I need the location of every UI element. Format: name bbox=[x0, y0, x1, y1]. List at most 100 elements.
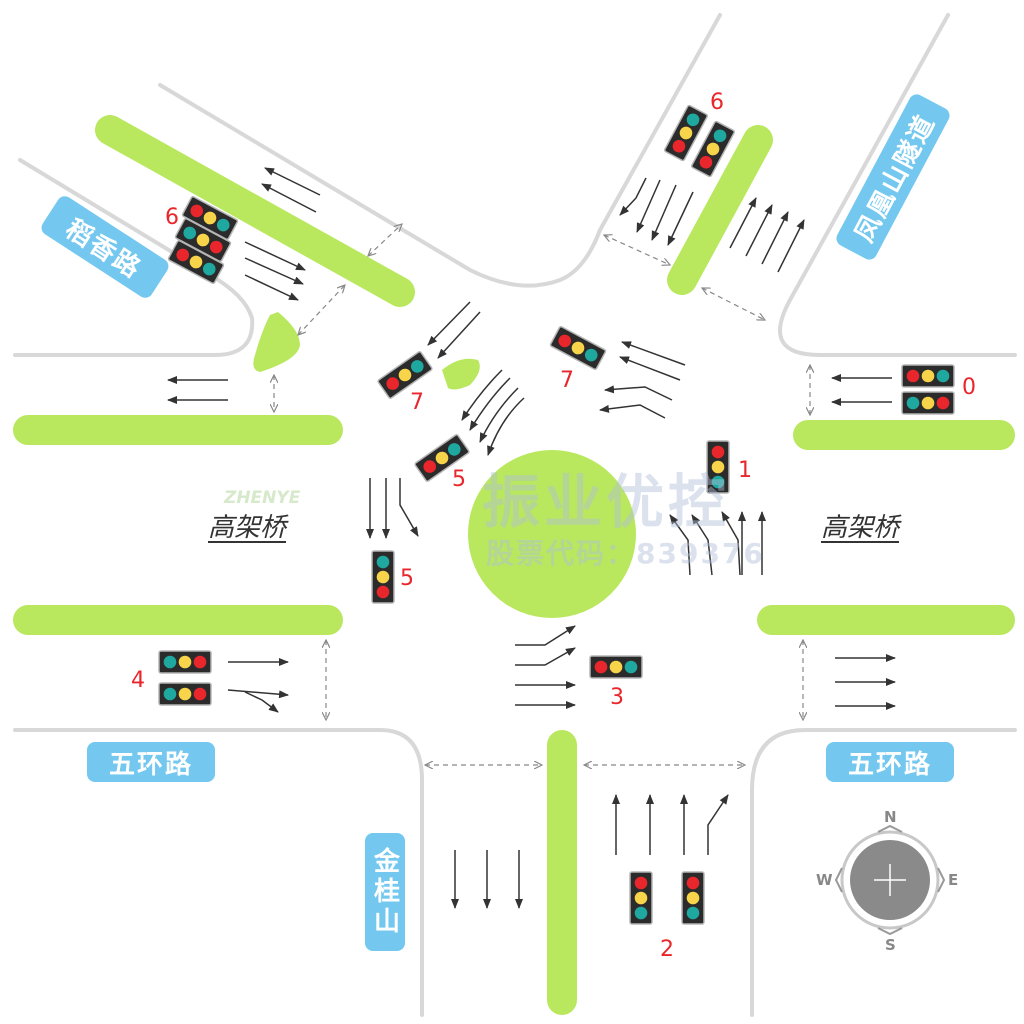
signal-lamp bbox=[711, 460, 725, 474]
signal-number-3: 3 bbox=[610, 685, 624, 710]
signal-lamp bbox=[713, 129, 727, 143]
signal-number-5-west: 5 bbox=[400, 566, 414, 591]
island-nw-median bbox=[95, 115, 415, 307]
crosswalk bbox=[298, 285, 345, 335]
signal-lamp bbox=[447, 443, 461, 456]
lane-arrow bbox=[619, 177, 647, 216]
signal-lamp bbox=[189, 255, 203, 269]
triangle-island-nw bbox=[253, 312, 300, 372]
signal-lamp bbox=[558, 334, 572, 348]
signal-lamp bbox=[936, 396, 950, 410]
traffic-light-icon bbox=[158, 682, 212, 706]
lane-arrow bbox=[651, 184, 677, 241]
traffic-light-icon bbox=[901, 391, 955, 415]
signal-lamp bbox=[376, 585, 390, 599]
lane-arrow bbox=[729, 197, 757, 249]
traffic-light-icon bbox=[664, 104, 708, 162]
viaduct-label-east: 高架桥 bbox=[821, 513, 900, 543]
lane-arrow bbox=[636, 179, 661, 233]
signal-lamp bbox=[435, 451, 449, 465]
signal-lamp bbox=[376, 570, 390, 584]
signal-lamp bbox=[624, 660, 638, 674]
signal-lamp bbox=[686, 876, 700, 890]
signal-number-7-east: 7 bbox=[560, 368, 574, 393]
signal-number-2: 2 bbox=[660, 937, 674, 962]
crosswalk bbox=[604, 235, 670, 265]
lane-arrow bbox=[487, 397, 525, 456]
signal-number-4: 4 bbox=[131, 668, 145, 693]
traffic-light-icon bbox=[629, 871, 653, 925]
signal-lamp bbox=[634, 906, 648, 920]
viaduct-label-west: 高架桥 bbox=[208, 513, 287, 543]
signal-lamp bbox=[386, 377, 400, 390]
lane-arrow bbox=[427, 301, 471, 346]
signal-lamp bbox=[216, 218, 230, 232]
lane-arrow bbox=[244, 257, 304, 285]
signal-lamp bbox=[202, 262, 216, 276]
signal-lamp bbox=[376, 555, 390, 569]
watermark-subtitle: 股票代码：839376 bbox=[486, 537, 765, 570]
signal-lamp bbox=[634, 876, 648, 890]
lane-arrow bbox=[621, 341, 686, 366]
signal-number-6-nw: 6 bbox=[165, 205, 179, 230]
lane-arrow bbox=[515, 625, 576, 646]
traffic-light-icon bbox=[681, 871, 705, 925]
traffic-light-icon bbox=[549, 326, 607, 370]
lane-arrow bbox=[777, 219, 805, 273]
signal-number-6-ne: 6 bbox=[710, 90, 724, 115]
signal-lamp bbox=[423, 460, 437, 473]
signal-lamp bbox=[711, 475, 725, 489]
traffic-light-icon bbox=[377, 351, 433, 399]
traffic-light-icon bbox=[371, 550, 395, 604]
watermark-title: 振业优控 bbox=[482, 468, 731, 536]
signal-lamp bbox=[921, 396, 935, 410]
lane-arrows bbox=[167, 167, 896, 909]
compass-south: S bbox=[885, 936, 896, 954]
center-roundabout bbox=[468, 450, 636, 618]
signal-lamp bbox=[178, 687, 192, 701]
signal-lamp bbox=[398, 368, 412, 382]
signal-lamp bbox=[921, 369, 935, 383]
lane-arrow bbox=[227, 689, 289, 699]
lane-arrow bbox=[721, 511, 741, 576]
signal-lamp bbox=[686, 906, 700, 920]
signal-lamp bbox=[178, 655, 192, 669]
pedestrian-crossings bbox=[274, 224, 810, 765]
signal-lamp bbox=[584, 348, 598, 362]
signal-number-0: 0 bbox=[962, 375, 976, 400]
signal-number-5-center: 5 bbox=[452, 467, 466, 492]
traffic-light-icon bbox=[174, 218, 232, 262]
signal-lamp bbox=[706, 142, 720, 156]
watermark-logo: ZHENYE bbox=[224, 488, 301, 508]
signal-lamp bbox=[196, 233, 210, 247]
traffic-light-icon bbox=[706, 440, 730, 494]
lane-arrow bbox=[619, 356, 681, 381]
signal-lamp bbox=[594, 660, 608, 674]
signal-lamp bbox=[609, 660, 623, 674]
signal-lamp bbox=[711, 445, 725, 459]
traffic-light-icon bbox=[901, 364, 955, 388]
signal-lamp bbox=[686, 113, 700, 127]
compass-east: E bbox=[948, 871, 959, 889]
lane-arrow bbox=[667, 191, 694, 246]
signal-lamp bbox=[410, 360, 424, 373]
signal-lamp bbox=[679, 126, 693, 140]
lane-arrow bbox=[691, 514, 713, 576]
road-label-wuhuan-east-text: 五环路 bbox=[847, 749, 932, 780]
compass-north: N bbox=[884, 808, 897, 826]
signal-lamp bbox=[193, 655, 207, 669]
road-label-wuhuan-west-text: 五环路 bbox=[108, 749, 193, 780]
island-ne-median bbox=[667, 125, 773, 295]
green-islands bbox=[13, 115, 1015, 1015]
signal-lamp bbox=[906, 396, 920, 410]
lane-arrow bbox=[261, 183, 317, 213]
lane-arrow bbox=[469, 377, 511, 431]
signal-lamp bbox=[936, 369, 950, 383]
lane-arrow bbox=[669, 514, 691, 576]
traffic-signals bbox=[158, 104, 955, 925]
road-label-jingui: 金桂山 bbox=[365, 833, 405, 951]
road-curbs bbox=[13, 13, 1017, 1017]
road-label-wuhuan-east: 五环路 bbox=[826, 742, 954, 782]
